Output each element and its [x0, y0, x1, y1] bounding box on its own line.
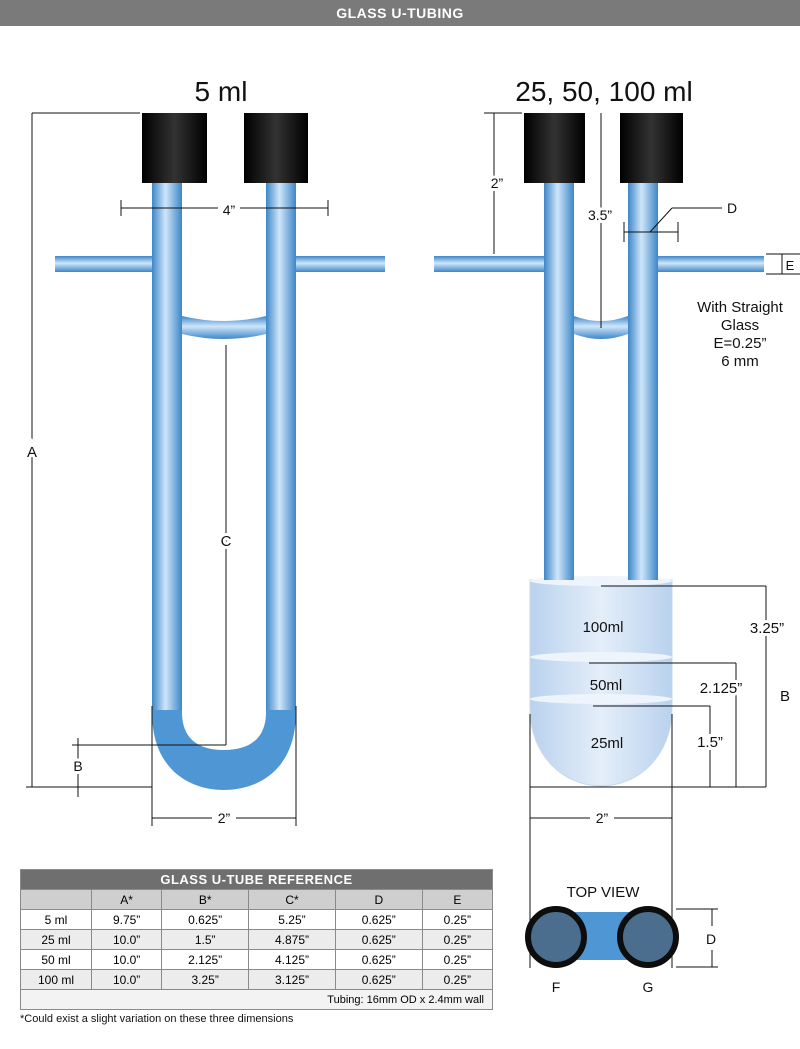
col-header-c: C*	[248, 889, 336, 910]
table-cell: 10.0”	[90, 969, 163, 990]
table-cell: 0.25”	[421, 909, 494, 930]
bulb-level-50	[530, 652, 672, 662]
left-label-c: C	[221, 533, 232, 550]
table-cell: 1.5”	[161, 929, 250, 950]
left-crossbar	[182, 316, 266, 339]
reference-table-footer: Tubing: 16mm OD x 2.4mm wall	[20, 989, 493, 1010]
top-view	[525, 906, 679, 968]
right-u-tube	[434, 113, 764, 787]
top-view-tube-g	[617, 906, 679, 968]
bulb-volume-25ml: 25ml	[591, 735, 624, 752]
table-cell: 5 ml	[20, 909, 92, 930]
bulb-level-25	[530, 694, 672, 704]
table-cell: 2.125”	[161, 949, 250, 970]
page-header: GLASS U-TUBING	[0, 0, 800, 26]
col-header-a: A*	[90, 889, 163, 910]
table-cell: 3.25”	[161, 969, 250, 990]
col-header-b: B*	[161, 889, 250, 910]
reference-table-title: GLASS U-TUBE REFERENCE	[20, 869, 493, 890]
table-cell: 0.625”	[334, 969, 423, 990]
table-cell: 0.625”	[334, 909, 423, 930]
table-cell: 0.625”	[334, 949, 423, 970]
left-cap-1	[142, 113, 207, 183]
left-label-a: A	[27, 444, 37, 461]
table-cell: 100 ml	[20, 969, 92, 990]
col-header-d: D	[334, 889, 423, 910]
table-cell: 0.25”	[421, 929, 494, 950]
right-cap-2	[620, 113, 683, 183]
left-label-b: B	[73, 758, 82, 774]
table-row: 50 ml 10.0” 2.125” 4.125” 0.625” 0.25”	[20, 949, 494, 970]
table-cell: 25 ml	[20, 929, 92, 950]
right-bulb	[529, 579, 673, 787]
reference-table-header: A* B* C* D E	[20, 889, 494, 910]
table-row: 5 ml 9.75” 0.625” 5.25” 0.625” 0.25”	[20, 909, 494, 930]
right-label-2in-bottom: 2”	[596, 810, 609, 826]
right-label-b: B	[780, 688, 790, 705]
left-u-bend	[152, 706, 296, 790]
bulb-dim-1-5in: 1.5”	[697, 734, 723, 751]
left-title: 5 ml	[195, 76, 248, 107]
page-title: GLASS U-TUBING	[336, 5, 464, 21]
top-view-label-f: F	[552, 979, 561, 995]
left-side-arm-right	[296, 256, 385, 272]
reference-table: GLASS U-TUBE REFERENCE A* B* C* D E 5 ml…	[20, 869, 494, 1010]
left-side-arm-left	[55, 256, 152, 272]
straight-glass-line-4: 6 mm	[721, 353, 759, 370]
footnote: *Could exist a slight variation on these…	[20, 1013, 294, 1025]
left-dimensions	[26, 112, 329, 826]
bulb-volume-100ml: 100ml	[583, 619, 624, 636]
table-row: 25 ml 10.0” 1.5” 4.875” 0.625” 0.25”	[20, 929, 494, 950]
col-header-e: E	[421, 889, 494, 910]
table-cell: 0.25”	[421, 969, 494, 990]
bulb-dim-2-125in: 2.125”	[700, 680, 743, 697]
table-row: 100 ml 10.0” 3.25” 3.125” 0.625” 0.25”	[20, 969, 494, 990]
table-cell: 4.875”	[248, 929, 336, 950]
left-label-2in: 2”	[218, 810, 231, 826]
right-cap-1	[524, 113, 585, 183]
straight-glass-line-3: E=0.25”	[714, 335, 767, 352]
table-cell: 0.625”	[161, 909, 250, 930]
right-label-d: D	[727, 200, 737, 216]
table-cell: 0.625”	[334, 929, 423, 950]
table-cell: 0.25”	[421, 949, 494, 970]
table-cell: 4.125”	[248, 949, 336, 970]
left-u-tube	[55, 113, 385, 790]
left-cap-2	[244, 113, 308, 183]
right-tube-arm-2	[628, 180, 658, 580]
col-header-blank	[20, 889, 92, 910]
table-cell: 50 ml	[20, 949, 92, 970]
right-side-arm-left	[434, 256, 544, 272]
left-label-4in: 4”	[223, 202, 236, 218]
straight-glass-line-1: With Straight	[697, 299, 784, 316]
right-label-e: E	[786, 258, 795, 273]
right-tube-arm-1	[544, 180, 574, 580]
right-title: 25, 50, 100 ml	[515, 76, 692, 107]
u-tube-diagram: 5 ml 4” A C B 2”	[24, 76, 800, 995]
straight-glass-line-2: Glass	[721, 317, 759, 334]
bulb-dim-3-25in: 3.25”	[750, 620, 784, 637]
table-cell: 9.75”	[90, 909, 163, 930]
table-cell: 3.125”	[248, 969, 336, 990]
table-cell: 10.0”	[90, 949, 163, 970]
table-cell: 5.25”	[248, 909, 336, 930]
top-view-dimensions	[676, 908, 718, 968]
right-label-2in: 2”	[491, 175, 504, 191]
top-view-label-g: G	[643, 979, 654, 995]
top-view-title: TOP VIEW	[567, 884, 641, 901]
right-side-arm-right	[658, 256, 764, 272]
right-label-3-5in: 3.5”	[588, 207, 612, 223]
left-tube-arm-2	[266, 180, 296, 710]
top-view-label-d: D	[706, 931, 716, 947]
top-view-tube-f	[525, 906, 587, 968]
left-tube-arm-1	[152, 180, 182, 710]
bulb-volume-50ml: 50ml	[590, 677, 623, 694]
table-cell: 10.0”	[90, 929, 163, 950]
